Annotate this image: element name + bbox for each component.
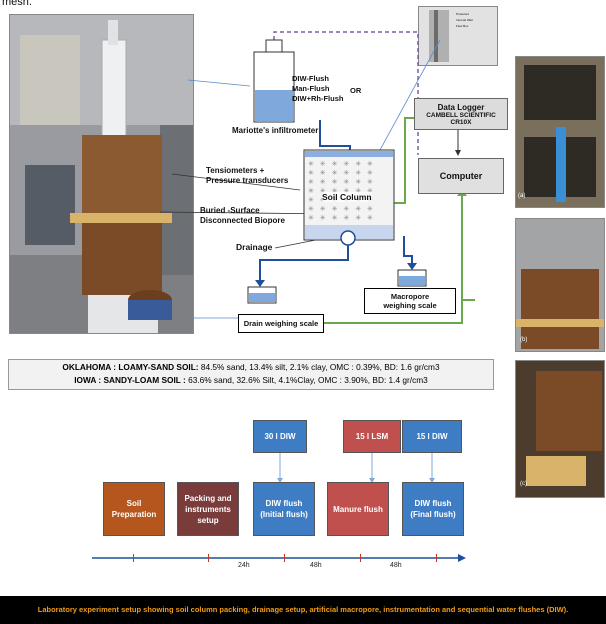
step-final-flush-line1: DIW flush: [414, 499, 452, 508]
tensiometer-label-line1: Tensiometers +: [206, 166, 265, 175]
data-logger-title: Data Logger: [437, 102, 485, 112]
soil-iowa-line: IOWA : SANDY-LOAM SOIL : 63.6% sand, 32.…: [9, 374, 493, 387]
soil-iowa-title: IOWA : SANDY-LOAM SOIL :: [74, 375, 186, 385]
figure-caption: Laboratory experiment setup showing soil…: [0, 596, 606, 624]
photo-panel-b: [515, 218, 605, 352]
photo-panel-b-label: (b): [520, 337, 528, 343]
figure-caption-text: Laboratory experiment setup showing soil…: [37, 605, 569, 614]
soil-info-box: OKLAHOMA : LOAMY-SAND SOIL: 84.5% sand, …: [8, 359, 494, 390]
schematic-connectors: [159, 31, 475, 324]
timeline-tick: [284, 554, 285, 562]
step-final-flush-line2: (Final flush): [410, 510, 456, 519]
data-logger-brand: CAMBELL SCIENTIFIC: [426, 111, 496, 119]
step-initial-flush-line2: (Initial flush): [260, 510, 308, 519]
flush-option-diw: DIW-Flush: [292, 74, 329, 83]
data-logger-model: CR10X: [450, 118, 472, 126]
step-packing-line3: setup: [197, 515, 219, 525]
timeline-tick: [208, 554, 209, 562]
flush-option-manure: Man-Flush: [292, 84, 330, 93]
drain-scale-box: Drain weighing scale: [238, 314, 324, 333]
inset-label-flow-box: Flow Box: [456, 24, 469, 28]
top-fragment-text: mesh.: [2, 0, 32, 8]
inset-label-internal-wall: Internal Wall: [456, 18, 473, 22]
photo-panel-a-label: (a): [518, 193, 526, 199]
computer-label: Computer: [439, 171, 483, 181]
top-box-15l-diw: 15 l DIW: [402, 420, 462, 453]
photo-panel-a: [515, 56, 605, 208]
soil-oklahoma-details: 84.5% sand, 13.4% silt, 2.1% clay, OMC :…: [198, 362, 440, 372]
soil-oklahoma-line: OKLAHOMA : LOAMY-SAND SOIL: 84.5% sand, …: [9, 361, 493, 374]
biopore-label-line2: Disconnected Biopore: [200, 216, 285, 225]
timeline-tick: [436, 554, 437, 562]
interval-label-48h-2: 48h: [390, 562, 402, 569]
photo-panel-c-label: (c): [520, 481, 527, 487]
top-box-30l-diw: 30 l DIW: [253, 420, 307, 453]
timeline-tick: [133, 554, 134, 562]
step-packing-line2: instruments: [185, 504, 231, 514]
step-soil-preparation-line1: Soil: [126, 499, 142, 508]
step-packing-setup: Packing and instruments setup: [177, 482, 239, 536]
drainage-label: Drainage: [236, 242, 273, 252]
macropore-scale-label-line1: Macropore: [390, 292, 430, 301]
top-box-15l-lsm: 15 l LSM: [343, 420, 401, 453]
lab-setup-illustration: [10, 15, 193, 333]
macropore-scale-box: Macropore weighing scale: [364, 288, 456, 314]
soil-iowa-details: 63.6% sand, 32.6% Silt, 4.1%Clay, OMC : …: [185, 375, 428, 385]
interval-label-24h: 24h: [238, 562, 250, 569]
flush-option-diw-rh: DIW+Rh-Flush: [292, 94, 344, 103]
drain-scale-label: Drain weighing scale: [243, 319, 319, 328]
step-final-flush: DIW flush (Final flush): [402, 482, 464, 536]
photo-panel-c: [515, 360, 605, 498]
inset-label-protected: Protected: [456, 12, 469, 16]
data-logger-box: Data Logger CAMBELL SCIENTIFIC CR10X: [414, 98, 508, 130]
interval-label-48h-1: 48h: [310, 562, 322, 569]
step-packing-line1: Packing and: [184, 493, 232, 503]
or-label: OR: [350, 86, 362, 95]
tensiometer-label-line2: Pressure transducers: [206, 176, 289, 185]
soil-column-texture: ✳ ✳ ✳ ✳ ✳ ✳✳ ✳ ✳ ✳ ✳ ✳✳ ✳ ✳ ✳ ✳ ✳✳ ✳ ✳ ✳…: [308, 161, 375, 222]
macropore-scale-label-line2: weighing scale: [383, 301, 437, 310]
soil-column-label: Soil Column: [322, 192, 372, 202]
step-initial-flush-line1: DIW flush: [265, 499, 303, 508]
soil-oklahoma-title: OKLAHOMA : LOAMY-SAND SOIL:: [62, 362, 199, 372]
step-soil-preparation-line2: Preparation: [111, 510, 157, 519]
biopore-label-line1: Buried -Surface: [200, 206, 260, 215]
computer-box: Computer: [418, 158, 504, 194]
timeline-tick: [360, 554, 361, 562]
timeline-connectors: [92, 453, 466, 562]
lab-setup-photo: [9, 14, 194, 334]
step-manure-flush-line1: Manure flush: [333, 504, 383, 514]
step-soil-preparation: Soil Preparation: [103, 482, 165, 536]
infiltrometer-label: Mariotte's infiltrometer: [232, 126, 319, 135]
step-manure-flush: Manure flush: [327, 482, 389, 536]
step-initial-flush: DIW flush (Initial flush): [253, 482, 315, 536]
